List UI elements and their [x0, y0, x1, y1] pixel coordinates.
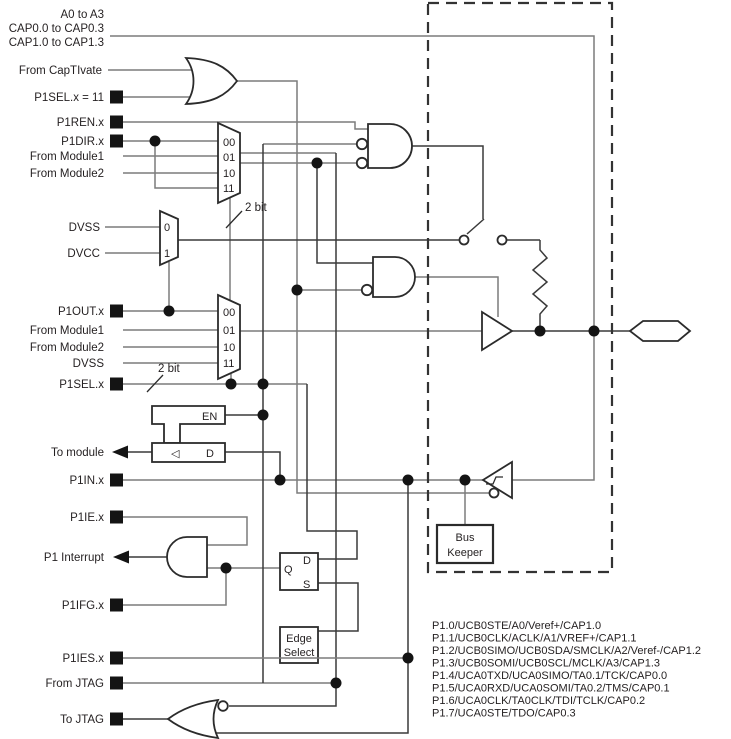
- edge-select-line1: Edge: [286, 633, 312, 645]
- pin-function-5: P1.5/UCA0RXD/UCA0SOMI/TA0.2/TMS/CAP0.1: [432, 683, 670, 695]
- and-gate-driver-enable: [372, 256, 416, 298]
- junction-dots: [149, 135, 600, 689]
- out-mux-row-11: 11: [223, 358, 234, 370]
- latch-d-label: D: [206, 448, 214, 460]
- dir-mux-row-01: 01: [223, 152, 235, 164]
- label-p1ifg: P1IFG.x: [62, 600, 104, 612]
- output-arrows: [112, 445, 129, 564]
- out-mux-row-01: 01: [223, 325, 235, 337]
- label-a0-a3: A0 to A3: [61, 9, 104, 21]
- or-gate-analog-enable: [184, 57, 239, 105]
- out-mux-row-00: 00: [223, 307, 235, 319]
- label-from-module1-b: From Module1: [30, 325, 104, 337]
- ff-d-label: D: [303, 555, 311, 567]
- label-p1ies: P1IES.x: [62, 653, 104, 665]
- and1-bubble-mid: [355, 137, 369, 151]
- label-p1sel: P1SEL.x: [59, 379, 104, 391]
- latch-d-block: [151, 442, 226, 463]
- bus-slashes: [146, 210, 243, 393]
- label-dvss-b: DVSS: [73, 358, 105, 370]
- dir-mux-row-00: 00: [223, 137, 235, 149]
- wires-dark: [123, 144, 630, 734]
- label-2bit-out: 2 bit: [158, 363, 181, 375]
- ff-s-label: S: [303, 579, 310, 591]
- out-mux-row-10: 10: [223, 342, 235, 354]
- label-cap1: CAP1.0 to CAP1.3: [9, 37, 104, 49]
- label-to-jtag: To JTAG: [60, 714, 104, 726]
- bus-keeper-block: [435, 523, 495, 565]
- and2-bubble: [360, 283, 374, 297]
- label-from-jtag: From JTAG: [45, 678, 104, 690]
- wires-gray: [105, 35, 595, 684]
- labels: A0 to A3 CAP0.0 to CAP0.3 CAP1.0 to CAP1…: [9, 9, 701, 726]
- pull-resistor: [531, 240, 549, 331]
- label-p1ie: P1IE.x: [70, 512, 104, 524]
- direction-mux: [217, 121, 241, 205]
- edge-select-line2: Select: [284, 647, 315, 659]
- or-gate-to-jtag: [166, 698, 220, 739]
- output-driver-buffer: [481, 310, 514, 352]
- shapes: [151, 57, 692, 739]
- pull-switch-contact-left: [458, 234, 470, 246]
- label-p1out: P1OUT.x: [58, 306, 104, 318]
- label-cap0: CAP0.0 to CAP0.3: [9, 23, 104, 35]
- and1-bubble-low: [355, 156, 369, 170]
- schmitt-disable-bubble: [488, 487, 500, 499]
- register-bit-squares: [110, 90, 123, 726]
- pull-mux-row-0: 0: [164, 222, 170, 234]
- pin-function-7: P1.7/UCA0STE/TDO/CAP0.3: [432, 708, 576, 720]
- latch-symbol: ◁: [171, 448, 180, 460]
- interrupt-flag-flipflop: [279, 552, 319, 591]
- pull-switch-contact-right: [496, 234, 508, 246]
- pin-function-6: P1.6/UCA0CLK/TA0CLK/TDI/TCLK/CAP0.2: [432, 695, 645, 707]
- ff-q-label: Q: [284, 564, 293, 576]
- label-p1sel-11: P1SEL.x = 11: [34, 92, 104, 104]
- pin-function-1: P1.1/UCB0CLK/ACLK/A1/VREF+/CAP1.1: [432, 633, 637, 645]
- label-from-module2-a: From Module2: [30, 168, 104, 180]
- pad-symbol: [628, 320, 692, 342]
- label-p1-interrupt: P1 Interrupt: [44, 552, 105, 564]
- hysteresis-icon: [486, 476, 503, 485]
- and-gate-interrupt: [166, 536, 208, 578]
- to-jtag-bubble: [217, 700, 229, 712]
- pull-select-mux: [159, 209, 179, 267]
- output-mux: [217, 293, 241, 381]
- dashed-boundary-box: [426, 1, 614, 574]
- label-dvss-a: DVSS: [69, 222, 101, 234]
- pull-mux-row-1: 1: [164, 248, 170, 260]
- and-gate-pull-enable: [367, 123, 413, 169]
- dir-mux-row-11: 11: [223, 183, 234, 195]
- label-p1dir: P1DIR.x: [61, 136, 104, 148]
- pin-function-2: P1.2/UCB0SIMO/UCB0SDA/SMCLK/A2/Veref-/CA…: [432, 645, 701, 657]
- label-2bit-dir: 2 bit: [245, 202, 268, 214]
- bus-keeper-line1: Bus: [456, 532, 475, 544]
- pin-function-3: P1.3/UCB0SOMI/UCB0SCL/MCLK/A3/CAP1.3: [432, 658, 660, 670]
- label-dvcc: DVCC: [67, 248, 100, 260]
- bus-keeper-line2: Keeper: [447, 547, 483, 559]
- label-from-module1-a: From Module1: [30, 151, 104, 163]
- label-p1ren: P1REN.x: [57, 117, 105, 129]
- pin-function-4: P1.4/UCA0TXD/UCA0SIMO/TA0.1/TCK/CAP0.0: [432, 670, 667, 682]
- label-from-module2-b: From Module2: [30, 342, 104, 354]
- latch-en-label: EN: [202, 411, 217, 423]
- edge-select-block: [279, 626, 319, 664]
- pin-function-0: P1.0/UCB0STE/A0/Veref+/CAP1.0: [432, 620, 601, 632]
- dir-mux-row-10: 10: [223, 168, 235, 180]
- label-p1in: P1IN.x: [69, 475, 104, 487]
- label-to-module: To module: [51, 447, 104, 459]
- label-from-captivate: From CapTIvate: [19, 65, 102, 77]
